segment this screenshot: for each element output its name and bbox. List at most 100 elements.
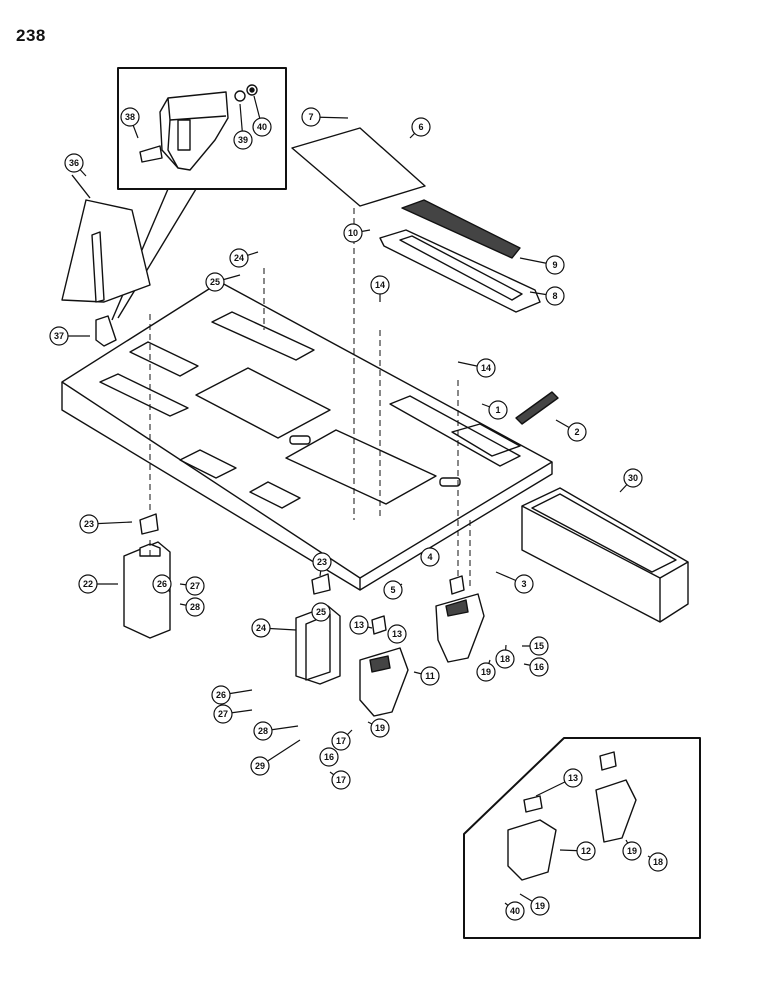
callout-circle [229,248,249,268]
callout-number: 25 [210,277,220,287]
callout-number: 36 [69,158,79,168]
callout-circle [530,896,550,916]
callout-number: 27 [190,581,200,591]
callout-number: 25 [316,607,326,617]
callout-number: 22 [83,579,93,589]
callout-circle [623,468,643,488]
callout-circle [567,422,587,442]
callout-circle [545,255,565,275]
callout-number: 7 [308,112,313,122]
callout-number: 17 [336,736,346,746]
callout-circle [383,580,403,600]
callout-circle [79,514,99,534]
callout-number: 37 [54,331,64,341]
callout-circle [331,731,351,751]
callout-circle [495,649,515,669]
callout-number: 1 [495,405,500,415]
callout-number: 8 [552,291,557,301]
callout-circle [78,574,98,594]
callout-circle [251,618,271,638]
callout-circle [233,130,253,150]
callout-circle [250,756,270,776]
callout-circle [529,657,549,677]
callout-circle [311,602,331,622]
callout-number: 14 [375,280,385,290]
callout-circle [319,747,339,767]
callout-number: 19 [535,901,545,911]
callout-circle [253,721,273,741]
side-plate-part-36 [61,174,151,303]
callout-number: 19 [627,846,637,856]
callout-circle [411,117,431,137]
callout-number: 24 [234,253,244,263]
rubber-strip-part-2 [515,391,559,425]
callout-circle [488,400,508,420]
callout-number: 5 [390,585,395,595]
tank-part-22-left [123,541,171,639]
callout-circle [120,107,140,127]
callout-circle [49,326,69,346]
callout-number: 28 [258,726,268,736]
callout-number: 24 [256,623,266,633]
cover-plate-part-6 [291,127,426,207]
callout-circle [343,223,363,243]
small-bracket-part-37 [95,315,117,347]
callout-circle [563,768,583,788]
callout-number: 3 [521,579,526,589]
callout-circle [185,597,205,617]
callout-number: 40 [510,906,520,916]
callout-number: 23 [317,557,327,567]
callout-circle [312,552,332,572]
callout-number: 38 [125,112,135,122]
callout-number: 6 [418,122,423,132]
callout-circle [211,685,231,705]
callout-number: 19 [481,667,491,677]
callout-number: 26 [216,690,226,700]
callout-number: 39 [238,135,248,145]
callout-number: 15 [534,641,544,651]
callout-circle [370,718,390,738]
callout-number: 10 [348,228,358,238]
callout-circle [514,574,534,594]
callout-number: 26 [157,579,167,589]
foam-pad-part-9 [401,199,521,259]
callout-circle [331,770,351,790]
callout-number: 18 [500,654,510,664]
callout-number: 29 [255,761,265,771]
callout-circle [420,666,440,686]
page-number: 238 [16,26,46,45]
callout-circle [64,153,84,173]
callout-number: 13 [568,773,578,783]
callout-circle [387,624,407,644]
callout-number: 18 [653,857,663,867]
callout-number: 28 [190,602,200,612]
callout-number: 13 [354,620,364,630]
side-tray-part-30 [521,487,689,623]
callout-circle [476,662,496,682]
callout-number: 13 [392,629,402,639]
callout-circle [205,272,225,292]
callout-circle [370,275,390,295]
callout-circle [185,576,205,596]
callout-circle [349,615,369,635]
callout-circle [622,841,642,861]
callout-number: 40 [257,122,267,132]
callout-circle [529,636,549,656]
callout-circle [648,852,668,872]
callout-circle [301,107,321,127]
main-platform-part-1 [61,281,553,591]
callout-number: 17 [336,775,346,785]
callout-number: 23 [84,519,94,529]
callout-number: 12 [581,846,591,856]
callout-number: 11 [425,671,435,681]
callout-circle [213,704,233,724]
callout-circle [420,547,440,567]
callout-circle [252,117,272,137]
callout-number: 16 [324,752,334,762]
callout-circle [576,841,596,861]
callout-number: 14 [481,363,491,373]
callout-number: 9 [552,260,557,270]
callout-circle [476,358,496,378]
callout-number: 30 [628,473,638,483]
